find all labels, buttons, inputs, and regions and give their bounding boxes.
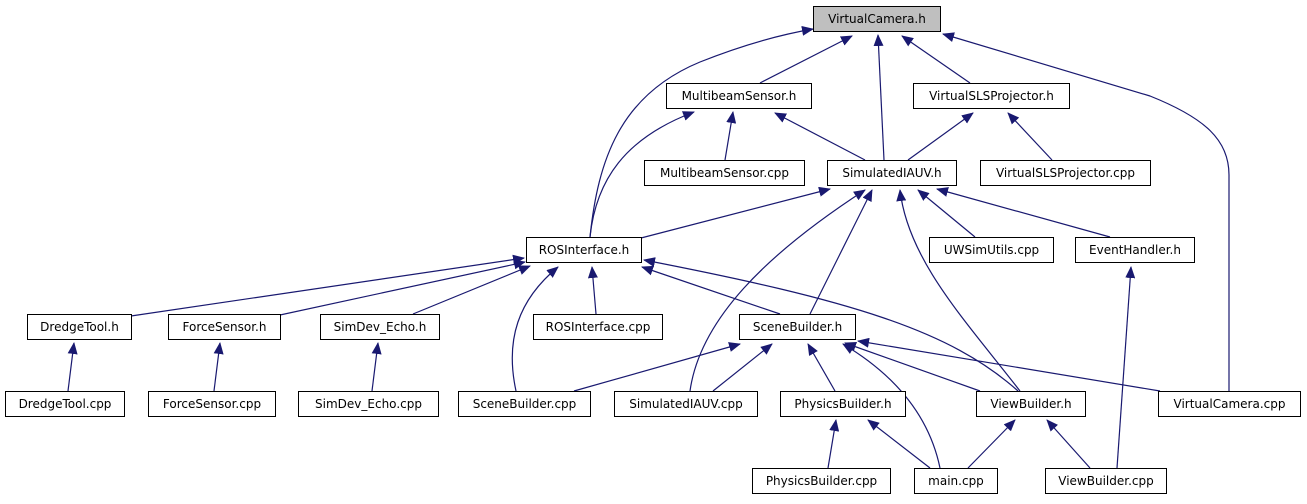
edge-rosinterface-h-to-simulatediauv-h bbox=[640, 186, 831, 239]
edge-simulatediauv-cpp-to-simulatediauv-h bbox=[689, 189, 866, 392]
edge-rosinterface-h-to-virtualcamera-h bbox=[589, 25, 814, 238]
edge-simulatediauv-h-to-multibeamsensor-h bbox=[774, 112, 866, 161]
node-virtualcamera-cpp[interactable]: VirtualCamera.cpp bbox=[1158, 391, 1301, 417]
edge-physicsbuilder-h-to-scenebuilder-h bbox=[807, 343, 836, 392]
edge-dredgetool-h-to-rosinterface-h bbox=[130, 254, 525, 317]
edge-simulatediauv-cpp-to-scenebuilder-h bbox=[712, 343, 773, 392]
edge-scenebuilder-h-to-rosinterface-h bbox=[641, 265, 781, 315]
edge-virtualcamera-cpp-to-virtualcamera-h bbox=[942, 32, 1230, 391]
edge-multibeamsensor-cpp-to-multibeamsensor-h bbox=[724, 111, 737, 161]
edge-virtualcamera-cpp-to-scenebuilder-h bbox=[857, 337, 1161, 392]
edge-main-cpp-to-viewbuilder-h bbox=[967, 419, 1016, 469]
edge-dredgetool-cpp-to-dredgetool-h bbox=[67, 342, 78, 392]
node-physicsbuilder-cpp[interactable]: PhysicsBuilder.cpp bbox=[752, 468, 891, 494]
edge-uwsimutils-cpp-to-simulatediauv-h bbox=[917, 189, 976, 238]
node-forcesensor-h[interactable]: ForceSensor.h bbox=[168, 314, 281, 340]
edge-main-cpp-to-scenebuilder-h bbox=[842, 343, 941, 469]
node-physicsbuilder-h[interactable]: PhysicsBuilder.h bbox=[780, 391, 906, 417]
edge-forcesensor-cpp-to-forcesensor-h bbox=[213, 342, 224, 392]
edge-virtualslsprojector-cpp-to-virtualslsprojector-h bbox=[1007, 112, 1053, 161]
node-scenebuilder-h[interactable]: SceneBuilder.h bbox=[739, 314, 856, 340]
node-rosinterface-h[interactable]: ROSInterface.h bbox=[526, 237, 642, 263]
edge-virtualslsprojector-h-to-virtualcamera-h bbox=[901, 35, 971, 84]
node-dredgetool-cpp[interactable]: DredgeTool.cpp bbox=[5, 391, 125, 417]
edge-viewbuilder-h-to-rosinterface-h bbox=[643, 257, 1019, 392]
node-dredgetool-h[interactable]: DredgeTool.h bbox=[27, 314, 132, 340]
edge-scenebuilder-cpp-to-rosinterface-h bbox=[511, 266, 559, 392]
edge-multibeamsensor-h-to-virtualcamera-h bbox=[759, 35, 853, 84]
edge-forcesensor-h-to-rosinterface-h bbox=[279, 259, 526, 316]
node-simulatediauv-h[interactable]: SimulatedIAUV.h bbox=[827, 160, 957, 186]
edge-scenebuilder-cpp-to-scenebuilder-h bbox=[573, 342, 741, 392]
edge-simdev-echo-cpp-to-simdev-echo-h bbox=[371, 342, 382, 392]
node-viewbuilder-h[interactable]: ViewBuilder.h bbox=[976, 391, 1086, 417]
edge-viewbuilder-cpp-to-viewbuilder-h bbox=[1046, 419, 1091, 469]
edge-scenebuilder-h-to-simulatediauv-h bbox=[809, 189, 873, 315]
edge-rosinterface-cpp-to-rosinterface-h bbox=[587, 266, 598, 315]
node-virtualcamera-h[interactable]: VirtualCamera.h bbox=[813, 6, 941, 32]
node-virtualslsprojector-h[interactable]: VirtualSLSProjector.h bbox=[913, 83, 1070, 109]
edge-simulatediauv-h-to-virtualcamera-h bbox=[873, 34, 885, 161]
edge-simulatediauv-h-to-virtualslsprojector-h bbox=[907, 112, 974, 161]
edge-physicsbuilder-cpp-to-physicsbuilder-h bbox=[827, 419, 840, 469]
node-simdev-echo-cpp[interactable]: SimDev_Echo.cpp bbox=[298, 391, 439, 417]
edge-rosinterface-h-to-multibeamsensor-h bbox=[589, 111, 695, 238]
node-multibeamsensor-cpp[interactable]: MultibeamSensor.cpp bbox=[644, 160, 805, 186]
node-uwsimutils-cpp[interactable]: UWSimUtils.cpp bbox=[929, 237, 1054, 263]
edge-main-cpp-to-physicsbuilder-h bbox=[867, 419, 931, 469]
node-simulatediauv-cpp[interactable]: SimulatedIAUV.cpp bbox=[614, 391, 758, 417]
edge-viewbuilder-h-to-scenebuilder-h bbox=[844, 341, 981, 392]
edge-eventhandler-h-to-simulatediauv-h bbox=[936, 187, 1111, 238]
edge-viewbuilder-cpp-to-eventhandler-h bbox=[1116, 266, 1136, 469]
node-rosinterface-cpp[interactable]: ROSInterface.cpp bbox=[533, 314, 663, 340]
node-eventhandler-h[interactable]: EventHandler.h bbox=[1075, 237, 1195, 263]
node-virtualslsprojector-cpp[interactable]: VirtualSLSProjector.cpp bbox=[980, 160, 1151, 186]
node-multibeamsensor-h[interactable]: MultibeamSensor.h bbox=[666, 83, 812, 109]
node-scenebuilder-cpp[interactable]: SceneBuilder.cpp bbox=[458, 391, 591, 417]
edge-viewbuilder-h-to-simulatediauv-h bbox=[896, 189, 1021, 392]
node-simdev-echo-h[interactable]: SimDev_Echo.h bbox=[320, 314, 440, 340]
node-forcesensor-cpp[interactable]: ForceSensor.cpp bbox=[148, 391, 276, 417]
node-main-cpp[interactable]: main.cpp bbox=[914, 468, 998, 494]
edge-simdev-echo-h-to-rosinterface-h bbox=[412, 265, 531, 315]
node-viewbuilder-cpp[interactable]: ViewBuilder.cpp bbox=[1045, 468, 1167, 494]
